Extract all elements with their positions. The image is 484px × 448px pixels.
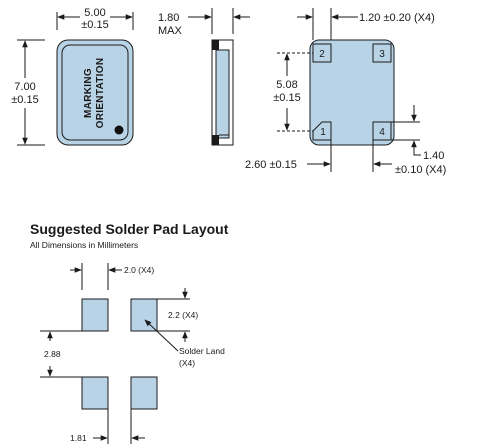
- side-terminal: [212, 135, 219, 145]
- top-view: 5.00 ±0.15 7.00 ±0.15 MARKING ORIENTATIO…: [11, 7, 134, 146]
- thickness-note: MAX: [158, 25, 183, 37]
- side-profile-body: [215, 49, 230, 139]
- pin-label-2: 2: [319, 49, 325, 60]
- leader-arrow: [144, 319, 179, 352]
- pad-height-tolerance: ±0.10 (X4): [395, 164, 446, 176]
- pitch-vertical-dimension: 5.08: [276, 79, 297, 91]
- pad-4: [372, 121, 392, 141]
- package-lid-outline: [61, 44, 129, 141]
- solder-land-count: (X4): [179, 358, 195, 368]
- package-body: [56, 39, 134, 146]
- height-dimension: 7.00: [14, 81, 35, 93]
- height-tolerance: ±0.15: [11, 94, 38, 106]
- side-terminal: [212, 40, 219, 50]
- pad-size-dimension: 1.20 ±0.20 (X4): [359, 12, 435, 24]
- pin-label-3: 3: [379, 49, 385, 60]
- solder-pad-layout: Suggested Solder Pad Layout All Dimensio…: [30, 221, 229, 444]
- side-profile-outline: [211, 39, 234, 146]
- pad-1: [312, 121, 332, 141]
- width-tolerance: ±0.15: [81, 19, 108, 31]
- gap-vertical-dimension: 2.88: [44, 349, 61, 359]
- pin1-orientation-dot: [114, 125, 124, 135]
- width-dimension: 5.00: [84, 7, 105, 19]
- solder-pad: [81, 298, 109, 332]
- solder-pad: [130, 298, 158, 332]
- section-title: Suggested Solder Pad Layout: [30, 221, 229, 237]
- solder-land-label: Solder Land: [179, 346, 225, 356]
- thickness-dimension: 1.80: [158, 12, 179, 24]
- pad-height-dimension: 1.40: [423, 150, 444, 162]
- solder-pad: [81, 376, 109, 410]
- solder-pad: [130, 376, 158, 410]
- pitch-horizontal-dimension: 2.60 ±0.15: [245, 159, 297, 171]
- package-bottom-body: [309, 39, 395, 146]
- pin-label-4: 4: [379, 127, 385, 138]
- side-view: 1.80 MAX: [158, 8, 250, 146]
- pitch-vertical-tolerance: ±0.15: [273, 92, 300, 104]
- pad-3: [372, 43, 392, 63]
- bottom-view: 1.20 ±0.20 (X4) 2 3 1 4 5.08 ±0.15 2.60 …: [245, 8, 446, 176]
- leader-line: [413, 150, 421, 156]
- gap-horizontal-dimension: 1.81: [70, 433, 87, 443]
- marking-text-line2: ORIENTATION: [95, 58, 106, 129]
- pad-width-dimension: 2.0 (X4): [124, 265, 154, 275]
- pad-height-dimension: 2.2 (X4): [168, 310, 198, 320]
- marking-text-line1: MARKING: [83, 68, 94, 118]
- section-subtitle: All Dimensions in Millimeters: [30, 240, 138, 250]
- pin-label-1: 1: [320, 127, 326, 138]
